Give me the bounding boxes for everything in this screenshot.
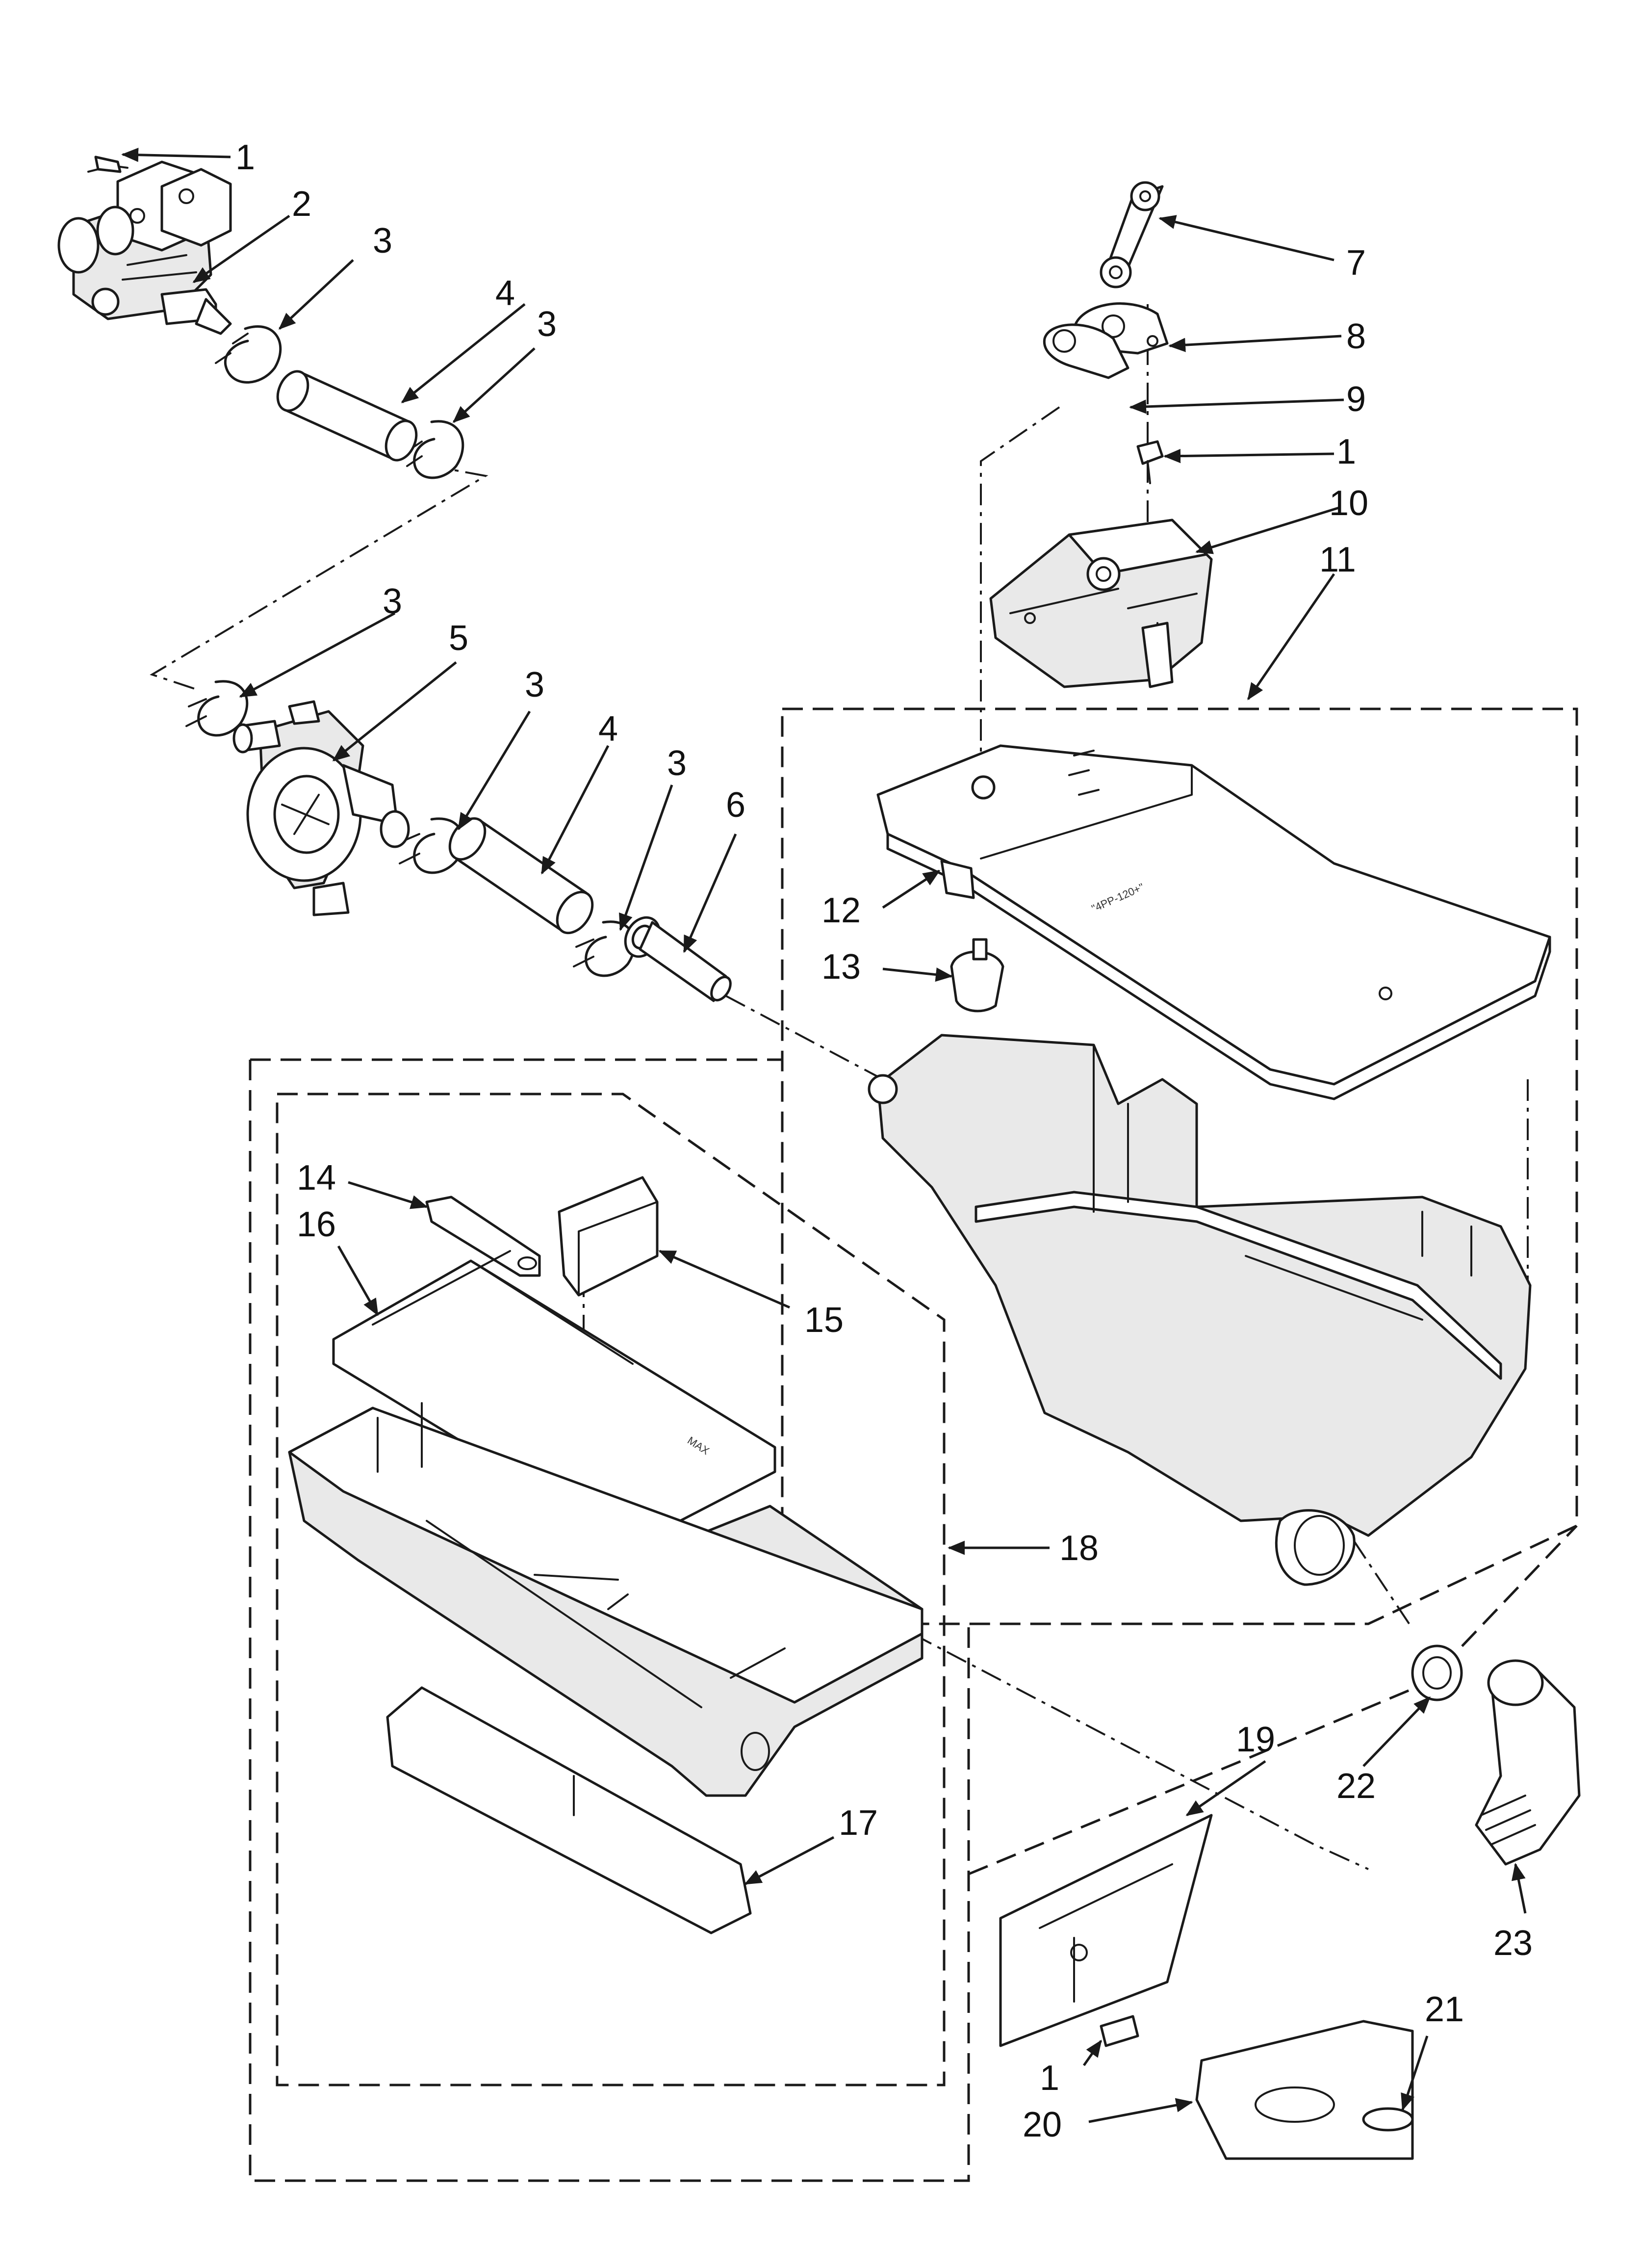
callout-3-clamp-e: 3 <box>667 744 687 783</box>
callout-12-clip: 12 <box>821 891 861 930</box>
callout-14-siphon: 14 <box>297 1158 336 1198</box>
dispenser-housing[interactable] <box>868 1034 1532 1586</box>
gasket[interactable] <box>1043 323 1129 379</box>
front-panel[interactable] <box>999 1814 1213 2047</box>
callout-17-handle: 17 <box>839 1803 878 1843</box>
callout-3-clamp-b: 3 <box>537 305 557 344</box>
callout-4-hose-b: 4 <box>598 709 618 749</box>
callout-3-clamp-d: 3 <box>525 665 544 704</box>
callout-5-vacuum-break: 5 <box>449 619 468 658</box>
group-outline-16 <box>276 1093 946 2086</box>
dispenser-cover[interactable]: "4PP-120+" <box>876 744 1551 1100</box>
tray-cover[interactable] <box>332 1250 776 1547</box>
callout-3-clamp-c: 3 <box>383 582 402 621</box>
assembly-path-drawer <box>912 1633 1369 1870</box>
hose-a[interactable] <box>272 366 422 465</box>
callout-8-plate: 8 <box>1346 317 1366 356</box>
seal-ring[interactable] <box>1411 1644 1463 1701</box>
drawer-front[interactable] <box>1195 2020 1414 2160</box>
screw-panel[interactable] <box>1100 2015 1139 2047</box>
callout-13-cap: 13 <box>821 947 861 987</box>
lever[interactable] <box>1100 181 1164 288</box>
callout-1-valve-screw: 1 <box>235 138 255 177</box>
callout-3-clamp-a: 3 <box>373 221 392 261</box>
siphon-cap[interactable] <box>950 938 1004 1013</box>
hose-clamp-e[interactable] <box>573 920 636 977</box>
hose-clamp-a[interactable] <box>215 325 282 384</box>
callout-4-hose-a: 4 <box>495 274 515 313</box>
siphon[interactable] <box>425 1196 541 1277</box>
callout-21-badge: 21 <box>1425 1990 1464 2029</box>
assembly-path-nozzle <box>725 995 883 1080</box>
callout-16-tray-cover: 16 <box>297 1205 336 1244</box>
cover-clip[interactable] <box>940 860 975 899</box>
callout-23-drain-hose: 23 <box>1493 1924 1533 1963</box>
callout-11-cover-group: 11 <box>1319 540 1356 579</box>
drain-hose[interactable] <box>1475 1659 1581 1866</box>
hose-clamp-b[interactable] <box>406 420 464 479</box>
callout-20-front: 20 <box>1023 2105 1062 2144</box>
callout-22-ring: 22 <box>1336 1767 1376 1806</box>
callout-10-motor: 10 <box>1329 484 1368 523</box>
water-valve[interactable] <box>57 160 232 335</box>
screw-motor[interactable] <box>1136 440 1164 484</box>
badge[interactable] <box>1362 2107 1414 2132</box>
callout-1-motor-screw: 1 <box>1336 432 1356 471</box>
callout-9-gasket: 9 <box>1346 380 1366 419</box>
callout-19-panel-group: 19 <box>1236 1720 1275 1759</box>
screw-valve[interactable] <box>87 156 128 173</box>
dispenser-drawer[interactable]: MAX <box>288 1402 924 1797</box>
drawer-handle[interactable] <box>386 1686 752 1934</box>
assembly-path-hose <box>1353 1539 1413 1630</box>
callout-7-lever: 7 <box>1346 243 1366 283</box>
nozzle[interactable] <box>618 912 734 1004</box>
callout-15-softener-cap: 15 <box>804 1301 844 1340</box>
callout-6-nozzle: 6 <box>726 785 745 825</box>
softener-cap[interactable] <box>558 1176 659 1297</box>
group-outline-18 <box>249 1058 970 2182</box>
assembly-path-motor <box>980 406 1060 785</box>
group-outline-19 <box>968 1525 1578 1876</box>
hose-b[interactable] <box>442 812 599 939</box>
assembly-path-valve <box>150 464 488 690</box>
callout-1-panel-screw: 1 <box>1040 2059 1059 2098</box>
vacuum-break[interactable] <box>232 700 410 916</box>
callout-18-drawer-group: 18 <box>1059 1529 1099 1568</box>
callout-2-water-valve: 2 <box>292 184 311 224</box>
dispenser-motor[interactable] <box>989 519 1213 688</box>
